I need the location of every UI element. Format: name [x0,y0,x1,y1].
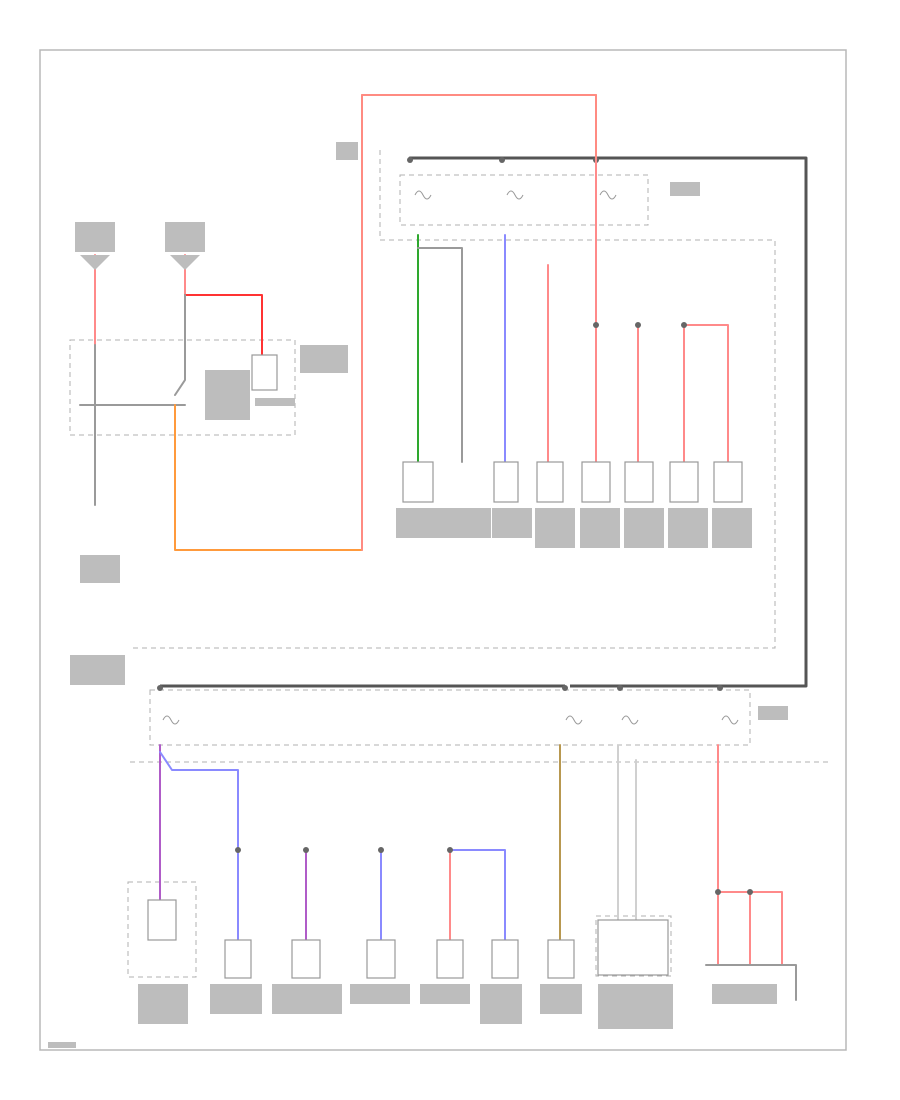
diagram-frame [39,49,847,1051]
upper-branches [417,159,729,463]
fuses [162,190,739,725]
lower-components [147,899,669,979]
dashed-regions [69,150,828,978]
upper-components [402,461,743,503]
relay-coil [251,354,278,391]
relay-section [79,94,597,551]
label-glyphs [48,142,788,1048]
lower-branches [159,744,797,1001]
power-bus [157,156,808,691]
